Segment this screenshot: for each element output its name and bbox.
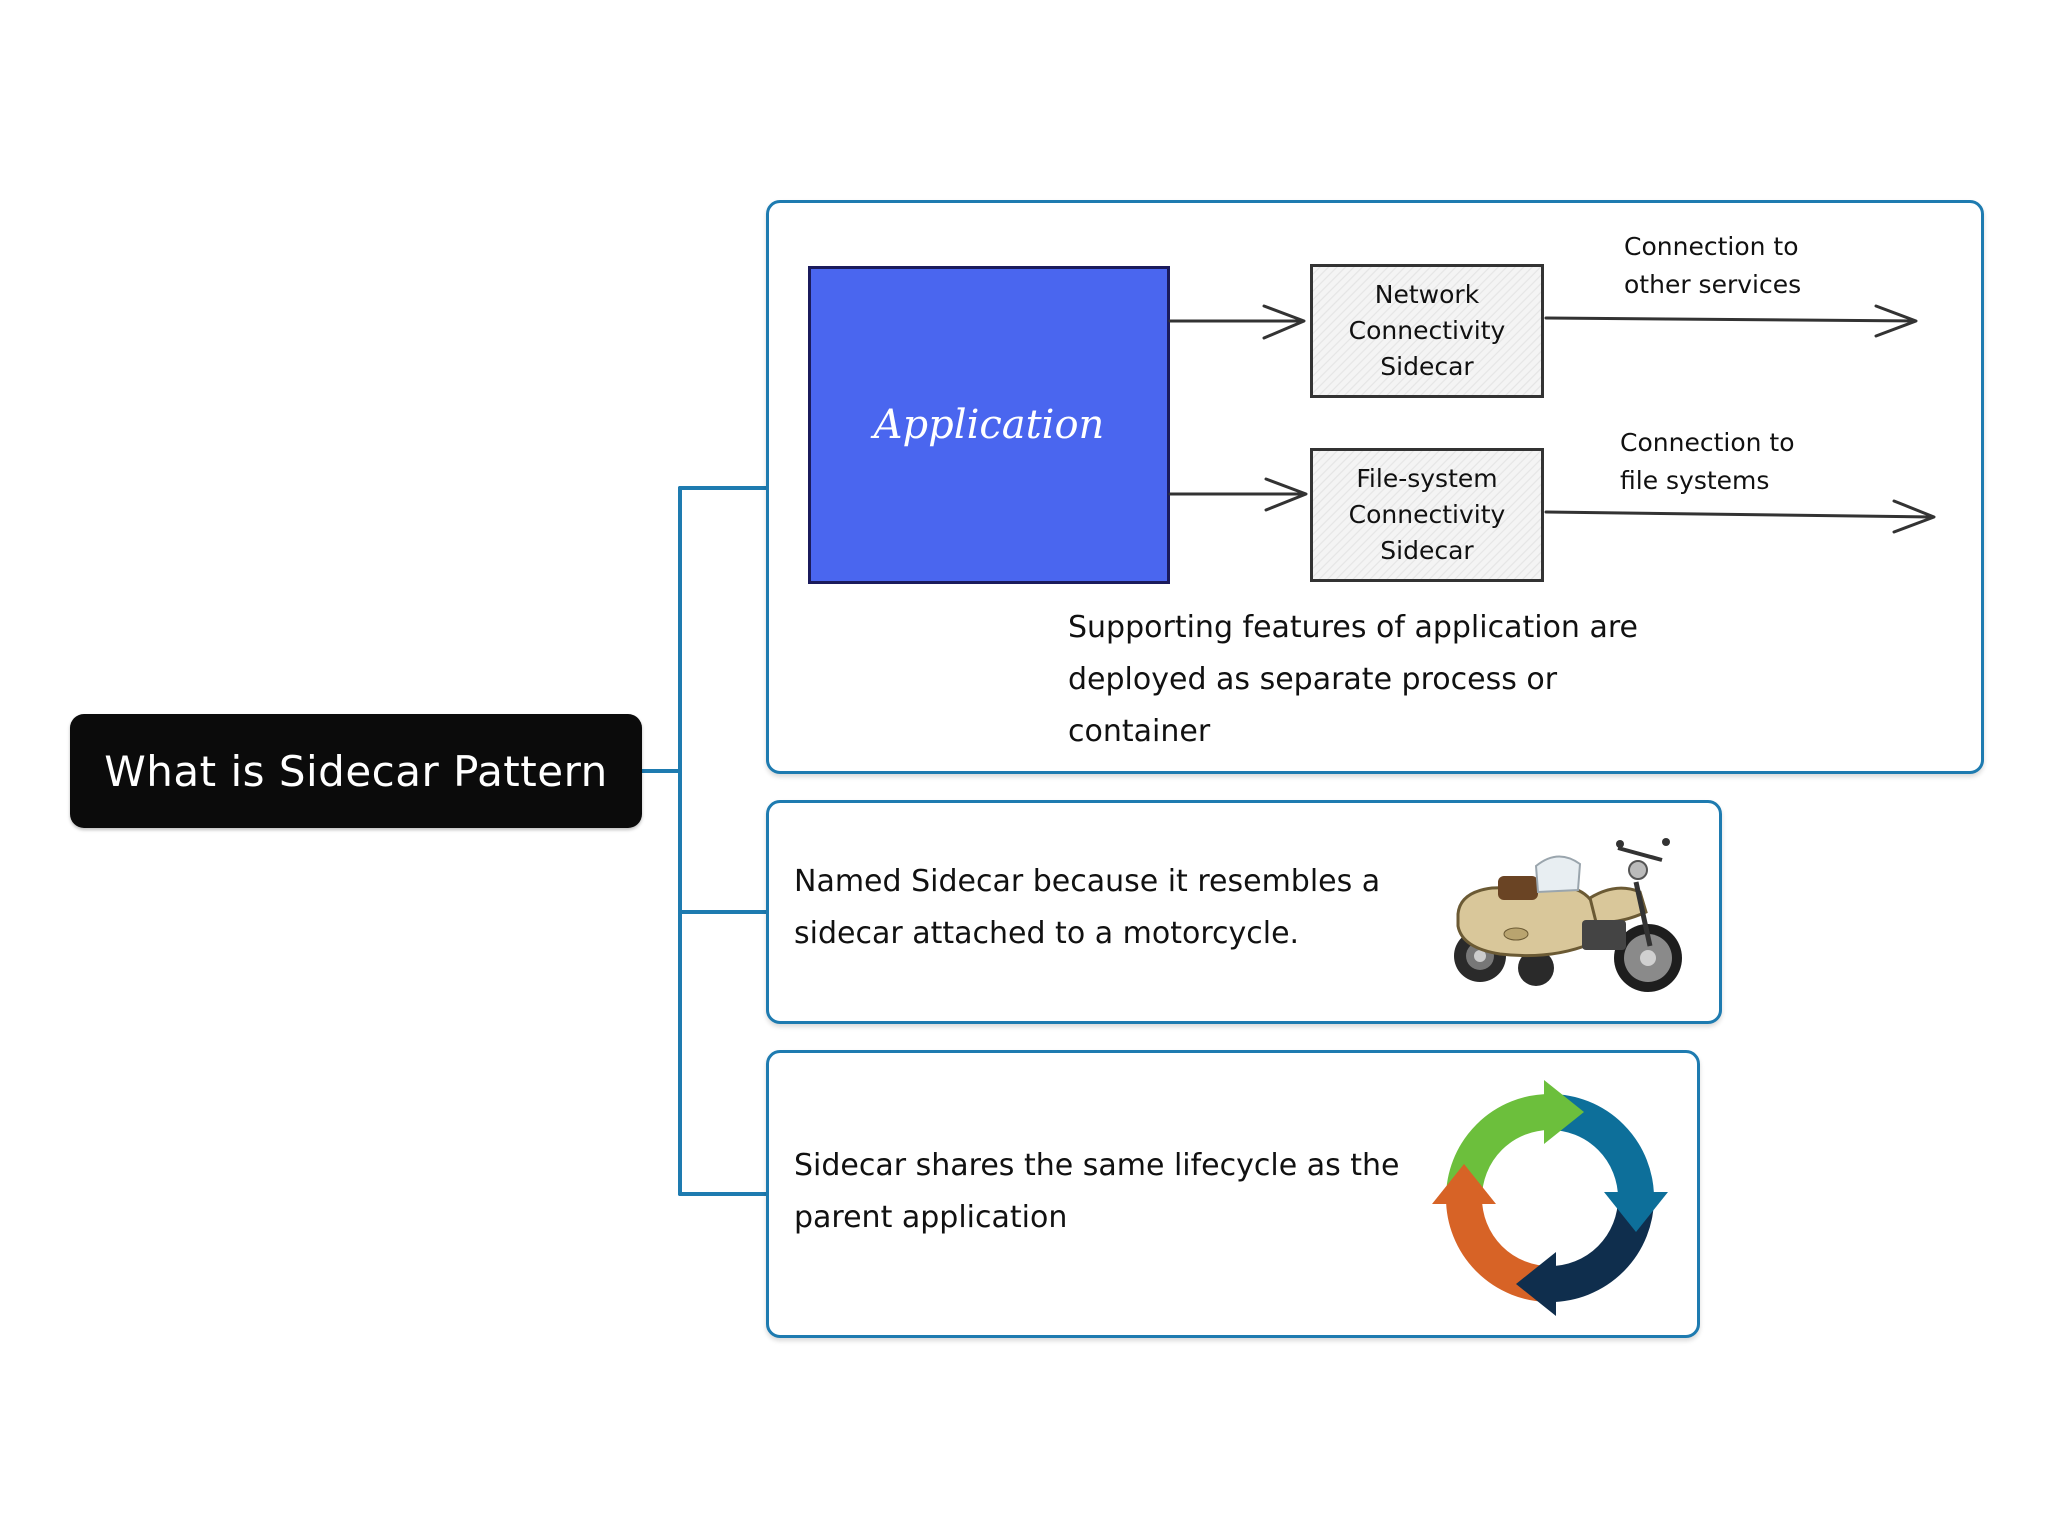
motorcycle-sidecar-icon xyxy=(1440,826,1690,1006)
connection-other-services-label: Connection to other services xyxy=(1624,228,1801,304)
application-block: Application xyxy=(808,266,1170,584)
filesystem-sidecar-box: File-system Connectivity Sidecar xyxy=(1310,448,1544,582)
supporting-features-text: Supporting features of application are d… xyxy=(1068,610,1638,749)
connection-file-systems-label: Connection to file systems xyxy=(1620,424,1795,500)
fs-sidecar-line-3: Sidecar xyxy=(1380,536,1474,565)
naming-text: Named Sidecar because it resembles a sid… xyxy=(794,864,1381,951)
connection-fs-line-1: Connection to xyxy=(1620,428,1795,457)
connection-other-line-1: Connection to xyxy=(1624,232,1799,261)
network-sidecar-line-2: Connectivity xyxy=(1348,316,1506,345)
network-sidecar-box: Network Connectivity Sidecar xyxy=(1310,264,1544,398)
application-label: Application xyxy=(873,402,1105,448)
root-title: What is Sidecar Pattern xyxy=(104,746,608,796)
fs-sidecar-line-1: File-system xyxy=(1356,464,1498,493)
connection-fs-line-2: file systems xyxy=(1620,466,1770,495)
network-sidecar-line-1: Network xyxy=(1374,280,1480,309)
fs-sidecar-line-2: Connectivity xyxy=(1348,500,1506,529)
root-node: What is Sidecar Pattern xyxy=(70,714,642,828)
connection-other-line-2: other services xyxy=(1624,270,1802,299)
network-sidecar-line-3: Sidecar xyxy=(1380,352,1474,381)
lifecycle-cycle-icon xyxy=(1426,1074,1674,1322)
lifecycle-text: Sidecar shares the same lifecycle as the… xyxy=(794,1148,1400,1235)
